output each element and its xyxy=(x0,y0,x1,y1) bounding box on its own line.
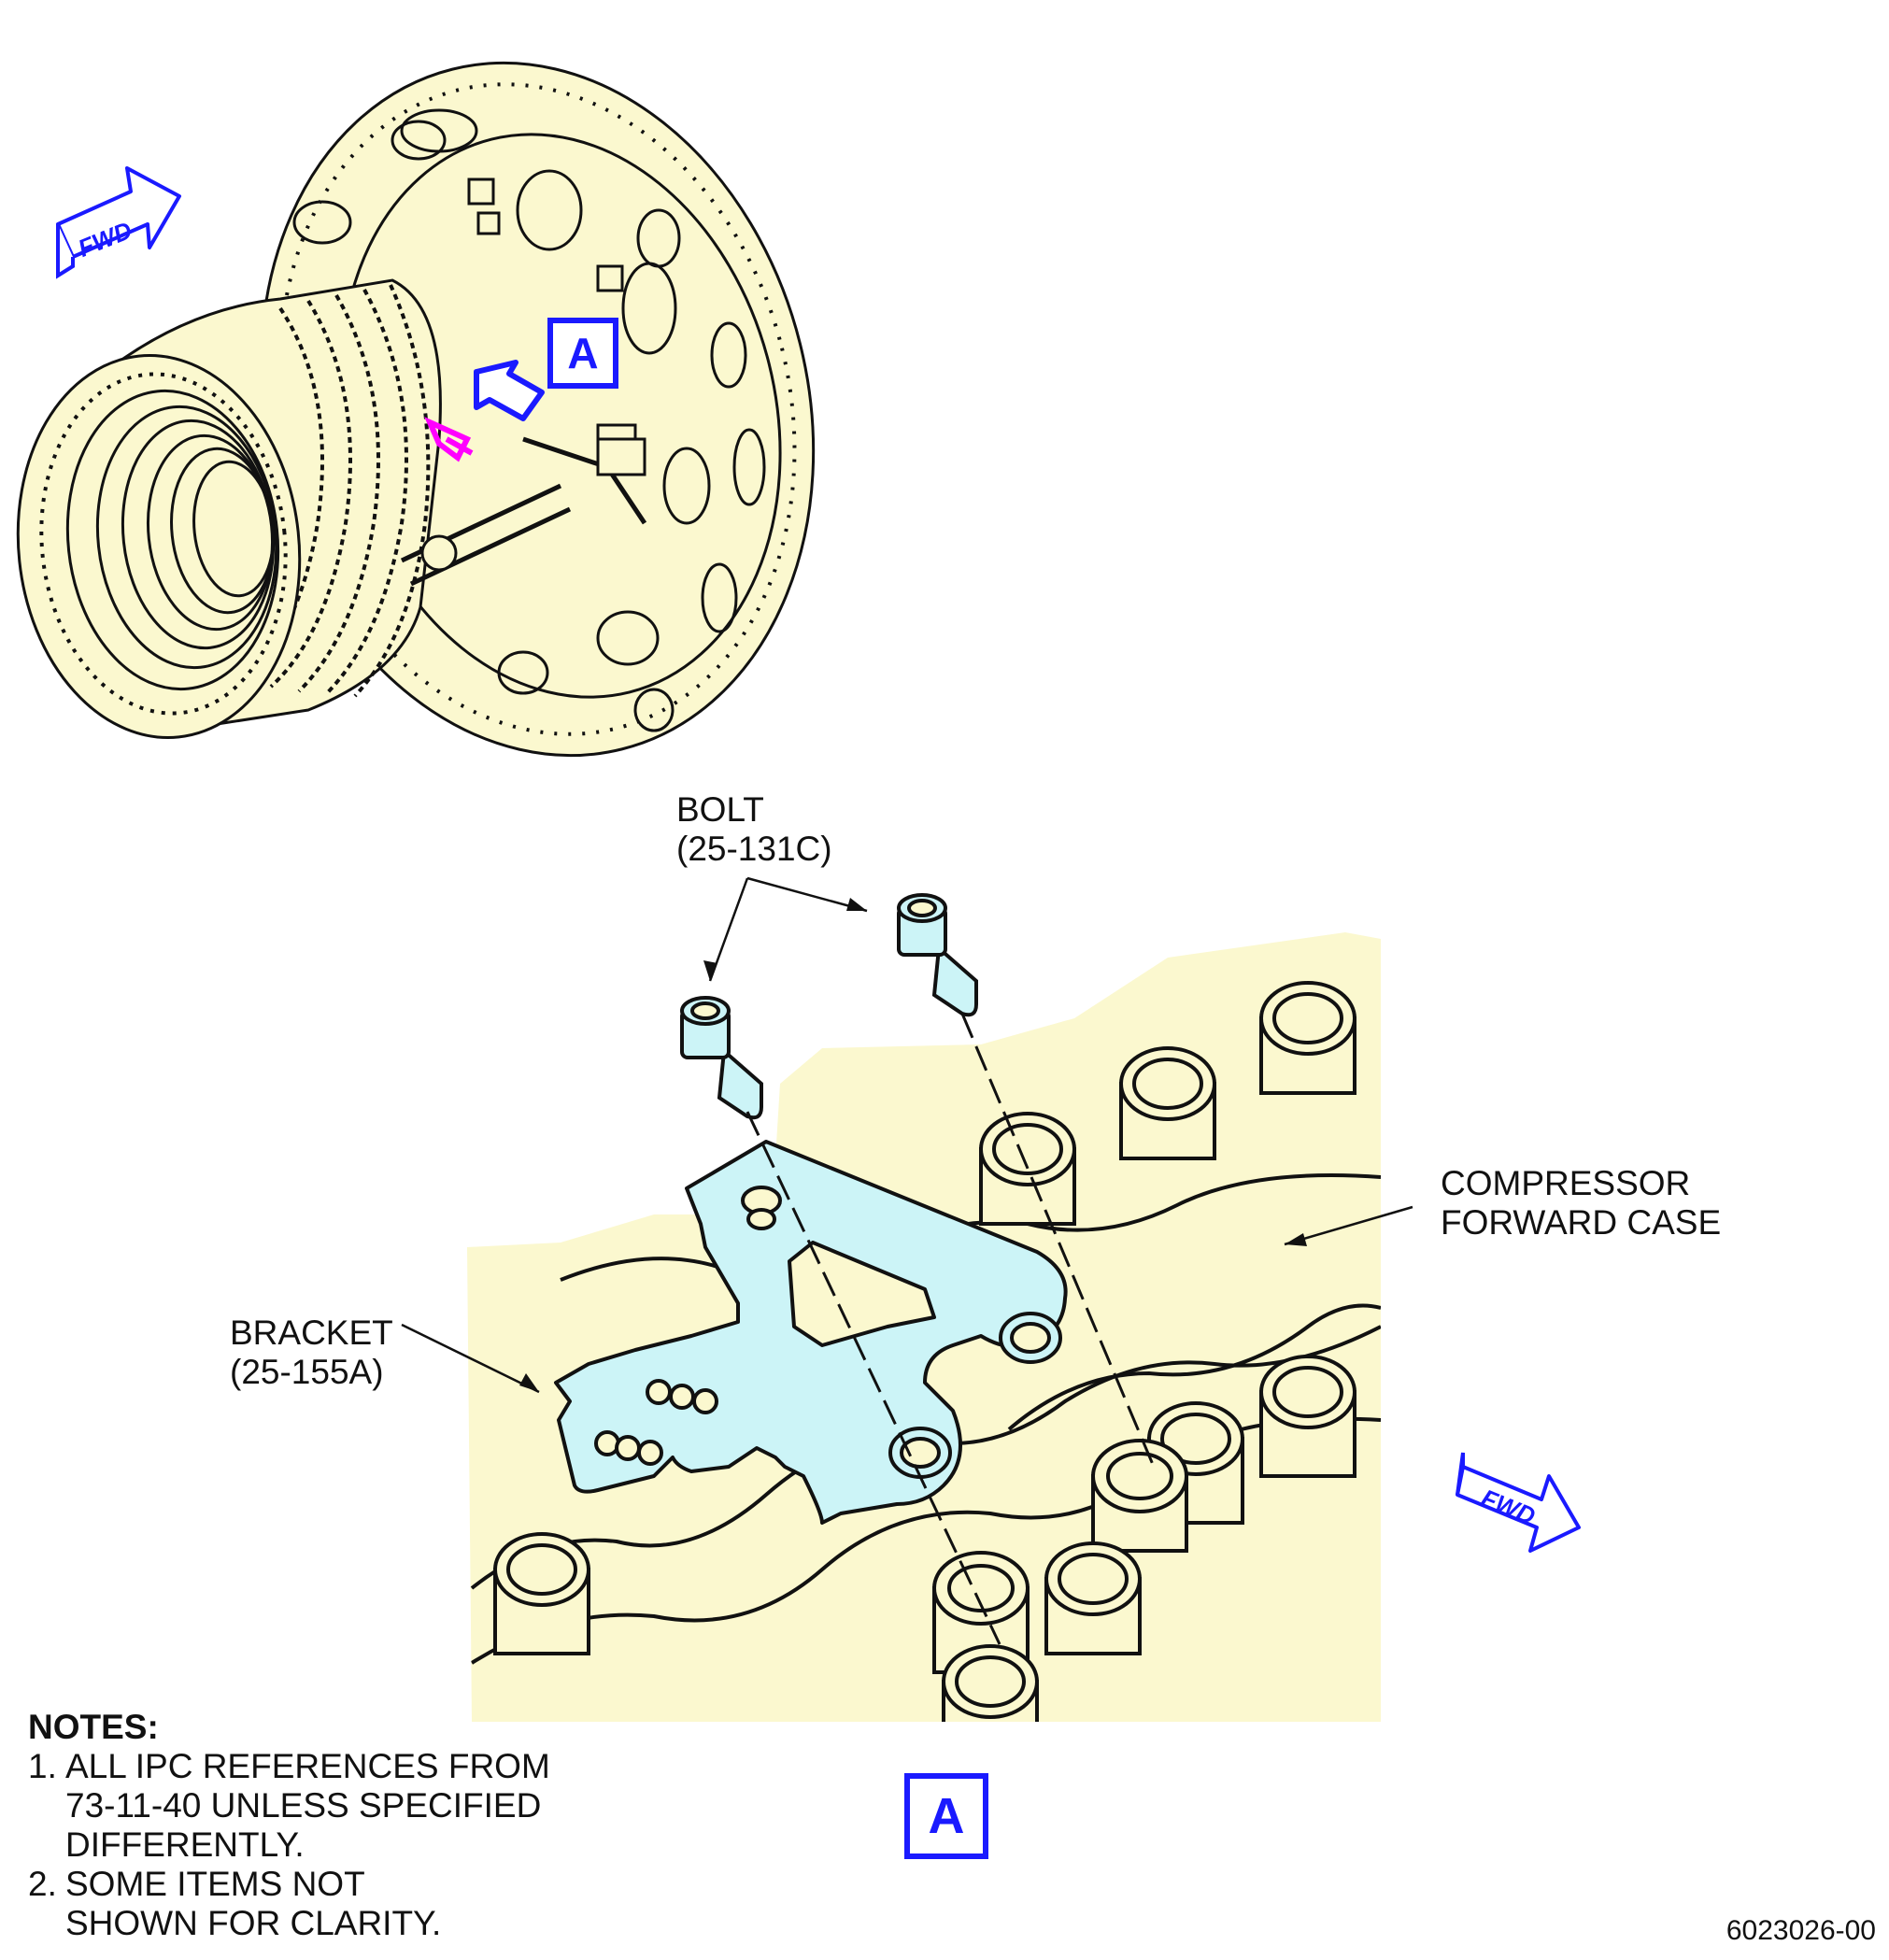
leader-arrowheads xyxy=(519,898,1307,1392)
bracket-part xyxy=(554,1140,1068,1525)
notes-header: NOTES: xyxy=(28,1708,159,1746)
engine-overview xyxy=(16,61,816,758)
fwd-arrow-top-icon: FWD xyxy=(56,166,181,279)
note-1-line-3: DIFFERENTLY. xyxy=(65,1825,305,1864)
view-a-callout: A xyxy=(547,318,618,389)
view-a-title: A xyxy=(904,1773,988,1859)
note-2: 2. SOME ITEMS NOT SHOWN FOR CLARITY. xyxy=(28,1865,550,1943)
note-1-line-1: ALL IPC REFERENCES FROM xyxy=(65,1747,550,1785)
bracket-ref: (25-155A) xyxy=(230,1353,384,1391)
bolt-part xyxy=(680,893,978,1120)
bolt-2 xyxy=(897,893,978,1017)
bolt-1 xyxy=(680,996,763,1120)
note-1-number: 1. xyxy=(28,1747,57,1785)
view-a-title-label: A xyxy=(928,1788,965,1844)
bolt-ref: (25-131C) xyxy=(676,830,832,868)
notes: NOTES: 1. ALL IPC REFERENCES FROM 73-11-… xyxy=(28,1708,550,1943)
bolt-name: BOLT xyxy=(676,790,764,829)
detail-view-a: FWD xyxy=(401,876,1581,1722)
case-line2: FORWARD CASE xyxy=(1441,1203,1722,1242)
note-2-line-2: SHOWN FOR CLARITY. xyxy=(65,1904,442,1942)
fwd-arrow-detail-icon: FWD xyxy=(1456,1452,1581,1553)
figure-number: 6023026-00 xyxy=(1726,1915,1876,1946)
detail-pointer-arrow xyxy=(474,360,545,421)
note-2-line-1: SOME ITEMS NOT xyxy=(65,1865,365,1903)
case-line1: COMPRESSOR xyxy=(1441,1164,1691,1202)
note-1: 1. ALL IPC REFERENCES FROM 73-11-40 UNLE… xyxy=(28,1747,550,1865)
bolt-label: BOLT (25-131C) xyxy=(676,790,832,869)
bolt-centerlines xyxy=(746,1013,1156,1645)
location-marker xyxy=(424,417,474,462)
view-a-callout-label: A xyxy=(567,329,599,377)
note-2-number: 2. xyxy=(28,1865,57,1903)
bracket-name: BRACKET xyxy=(230,1314,393,1352)
bracket-label: BRACKET (25-155A) xyxy=(230,1314,393,1392)
note-1-line-2: 73-11-40 UNLESS SPECIFIED xyxy=(65,1786,542,1825)
case-label: COMPRESSOR FORWARD CASE xyxy=(1441,1164,1721,1243)
